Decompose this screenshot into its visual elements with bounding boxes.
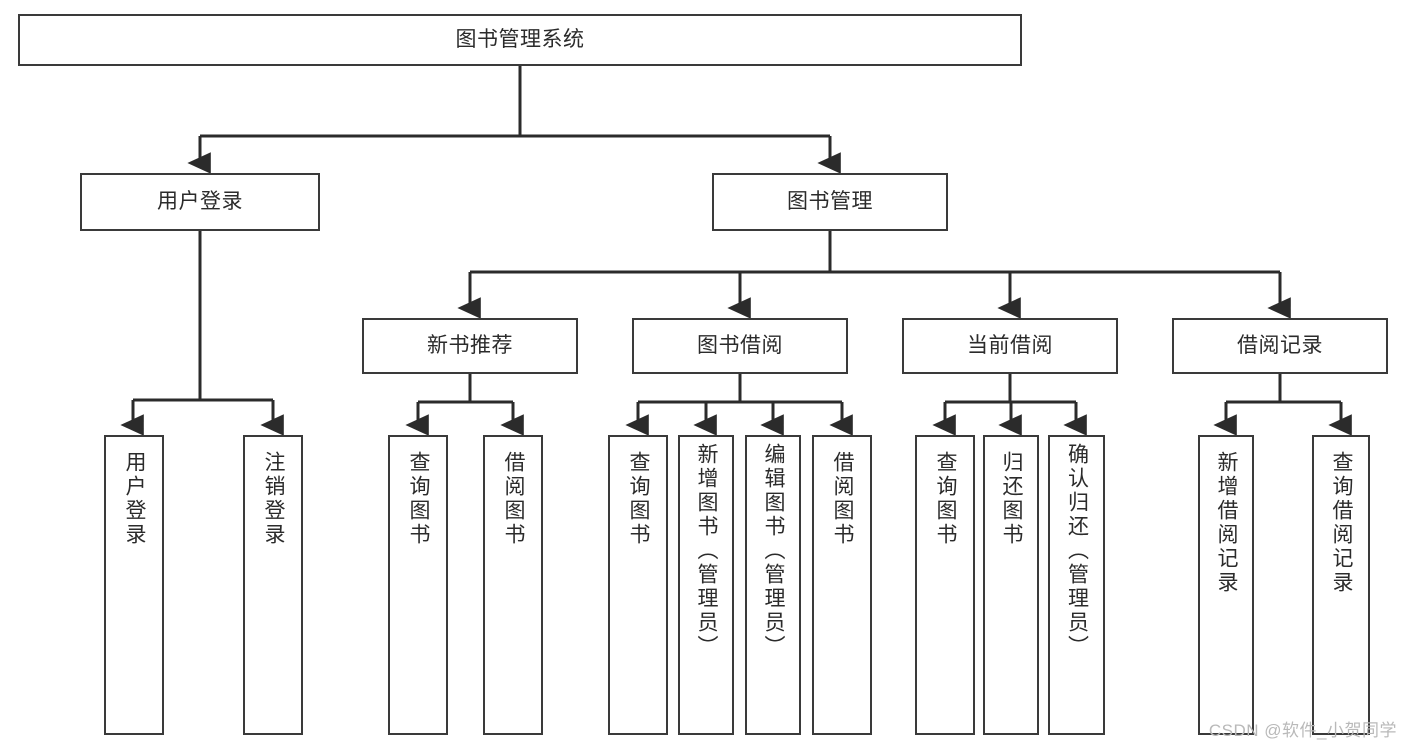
- node-leaf-query-book-2[interactable]: 查询图书: [608, 435, 668, 735]
- node-label: 借阅图书: [831, 451, 855, 547]
- node-new-book-recommend[interactable]: 新书推荐: [362, 318, 578, 374]
- node-root-system[interactable]: 图书管理系统: [18, 14, 1022, 66]
- node-label: 确认归还（管理员）: [1065, 443, 1089, 659]
- node-leaf-query-borrow-record[interactable]: 查询借阅记录: [1312, 435, 1370, 735]
- node-label: 归还图书: [1000, 451, 1024, 547]
- node-label: 查询图书: [407, 451, 431, 547]
- node-leaf-logout-login[interactable]: 注销登录: [243, 435, 303, 735]
- node-leaf-borrow-book-1[interactable]: 借阅图书: [483, 435, 543, 735]
- node-current-borrow[interactable]: 当前借阅: [902, 318, 1118, 374]
- node-label: 新增借阅记录: [1215, 451, 1239, 595]
- node-label: 新增图书（管理员）: [695, 443, 719, 659]
- node-borrow-record[interactable]: 借阅记录: [1172, 318, 1388, 374]
- node-label: 查询图书: [627, 451, 651, 547]
- node-leaf-borrow-book-2[interactable]: 借阅图书: [812, 435, 872, 735]
- node-leaf-edit-book[interactable]: 编辑图书（管理员）: [745, 435, 801, 735]
- node-label: 查询借阅记录: [1330, 451, 1354, 595]
- node-leaf-query-book-3[interactable]: 查询图书: [915, 435, 975, 735]
- node-label: 借阅图书: [502, 451, 526, 547]
- node-label: 新书推荐: [427, 334, 513, 358]
- node-label: 图书借阅: [697, 334, 783, 358]
- node-book-borrow[interactable]: 图书借阅: [632, 318, 848, 374]
- node-label: 当前借阅: [967, 334, 1053, 358]
- node-label: 注销登录: [262, 451, 286, 547]
- node-user-login[interactable]: 用户登录: [80, 173, 320, 231]
- csdn-watermark: CSDN @软件_小贺同学: [1208, 721, 1397, 740]
- node-label: 借阅记录: [1237, 334, 1323, 358]
- node-label: 图书管理系统: [455, 28, 585, 52]
- node-label: 查询图书: [934, 451, 958, 547]
- node-leaf-return-book[interactable]: 归还图书: [983, 435, 1039, 735]
- node-leaf-query-book-1[interactable]: 查询图书: [388, 435, 448, 735]
- node-book-manage[interactable]: 图书管理: [712, 173, 948, 231]
- node-leaf-user-login[interactable]: 用户登录: [104, 435, 164, 735]
- node-leaf-add-book[interactable]: 新增图书（管理员）: [678, 435, 734, 735]
- node-label: 用户登录: [123, 451, 147, 547]
- node-leaf-confirm-return[interactable]: 确认归还（管理员）: [1048, 435, 1105, 735]
- node-label: 图书管理: [787, 190, 873, 214]
- node-leaf-add-borrow-record[interactable]: 新增借阅记录: [1198, 435, 1254, 735]
- node-label: 编辑图书（管理员）: [762, 443, 786, 659]
- node-label: 用户登录: [157, 190, 243, 214]
